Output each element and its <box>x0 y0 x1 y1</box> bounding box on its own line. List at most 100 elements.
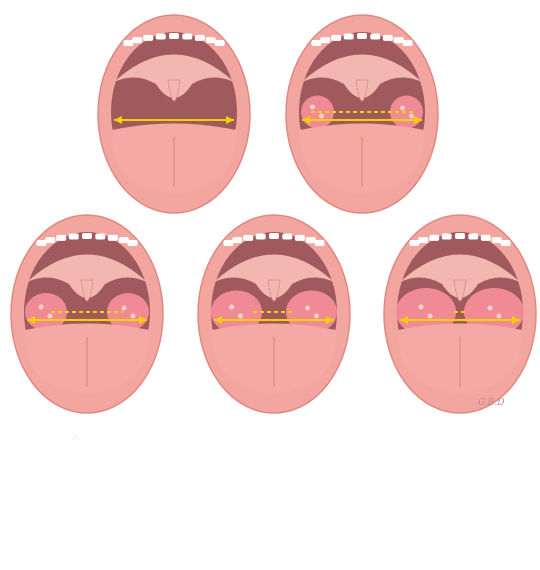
uvula <box>355 79 369 102</box>
tonsil-spot <box>418 304 424 310</box>
tooth <box>205 37 216 44</box>
tonsil-spot <box>305 305 310 311</box>
tooth <box>132 37 143 44</box>
tooth <box>255 233 266 240</box>
tooth <box>480 234 491 241</box>
arrow-head-right <box>512 316 520 324</box>
arrow-head-left <box>114 116 122 124</box>
right-tonsil <box>107 293 149 331</box>
left-tonsil <box>396 288 456 336</box>
arrow-head-left <box>400 316 408 324</box>
tooth <box>194 34 205 41</box>
tonsil-spot <box>400 105 405 111</box>
mouth-panel-grade-3 <box>192 212 357 417</box>
tonsil-spot <box>38 304 44 310</box>
soft-palate <box>302 54 422 98</box>
uvula <box>80 279 94 302</box>
tooth <box>127 240 138 247</box>
tooth <box>214 40 225 47</box>
tooth <box>82 233 92 239</box>
tooth <box>382 34 393 41</box>
right-tonsil <box>464 288 524 336</box>
tooth <box>311 40 322 47</box>
arrow-head-left <box>302 116 310 124</box>
tooth <box>370 33 381 40</box>
tooth <box>491 237 502 244</box>
tonsil-spot <box>238 313 243 319</box>
arrow-head-left <box>27 316 35 324</box>
tooth <box>357 33 367 39</box>
tooth <box>56 234 67 241</box>
tooth <box>143 34 154 41</box>
tooth <box>418 237 429 244</box>
tooth <box>294 234 305 241</box>
tooth <box>409 240 420 247</box>
tooth <box>123 40 134 47</box>
right-tonsil <box>390 95 423 129</box>
tonsil-spot <box>427 313 433 319</box>
tooth <box>169 33 179 39</box>
tonsil-spot <box>121 305 127 311</box>
arrow-head-right <box>326 316 334 324</box>
mouth-panel-grade-1 <box>280 12 445 217</box>
tooth <box>107 234 118 241</box>
tooth <box>343 33 354 40</box>
soft-palate <box>214 254 334 298</box>
tooth <box>45 237 56 244</box>
tooth <box>118 237 129 244</box>
tonsil-spot <box>319 113 324 119</box>
arrow-head-right <box>414 116 422 124</box>
tonsil-spot <box>229 304 234 310</box>
artist-signature: G.B.D <box>478 398 505 408</box>
arrow-head-right <box>139 316 147 324</box>
tooth <box>320 37 331 44</box>
tooth <box>402 40 413 47</box>
tonsil-spot <box>310 104 315 110</box>
arrow-head-left <box>214 316 222 324</box>
tonsil-spot <box>409 113 414 119</box>
mouth-illustration <box>197 214 351 414</box>
tonsil-spot <box>47 313 53 319</box>
mouth-panel-grade-0 <box>92 12 257 217</box>
left-tonsil <box>301 95 334 129</box>
tooth <box>331 34 342 41</box>
tooth <box>314 240 325 247</box>
mouth-illustration <box>285 14 439 214</box>
tooth <box>393 37 404 44</box>
mouth-illustration <box>97 14 251 214</box>
arrow-head-right <box>226 116 234 124</box>
tooth <box>68 233 79 240</box>
uvula <box>167 79 181 102</box>
uvula <box>267 279 281 302</box>
left-tonsil <box>211 290 262 334</box>
tooth <box>429 234 440 241</box>
tooth <box>243 234 254 241</box>
tooth <box>155 33 166 40</box>
mouth-illustration <box>10 214 164 414</box>
tonsil-spot <box>496 313 502 319</box>
tooth <box>95 233 106 240</box>
tooth <box>455 233 465 239</box>
tooth <box>223 240 234 247</box>
tonsil-spot <box>314 313 319 319</box>
right-tonsil <box>286 290 337 334</box>
tooth <box>269 233 279 239</box>
tooth <box>468 233 479 240</box>
soft-palate <box>114 54 234 98</box>
tooth <box>500 240 511 247</box>
tooth <box>441 233 452 240</box>
left-tonsil <box>25 293 67 331</box>
tonsil-spot <box>130 313 136 319</box>
tooth <box>282 233 293 240</box>
soft-palate <box>27 254 147 298</box>
mouth-panel-grade-4 <box>378 212 540 417</box>
soft-palate <box>400 254 520 298</box>
tooth <box>232 237 243 244</box>
tooth <box>305 237 316 244</box>
tooth <box>182 33 193 40</box>
tooth <box>36 240 47 247</box>
tonsil-spot <box>487 305 493 311</box>
mouth-illustration <box>383 214 537 414</box>
mouth-panel-grade-2 <box>5 212 170 417</box>
